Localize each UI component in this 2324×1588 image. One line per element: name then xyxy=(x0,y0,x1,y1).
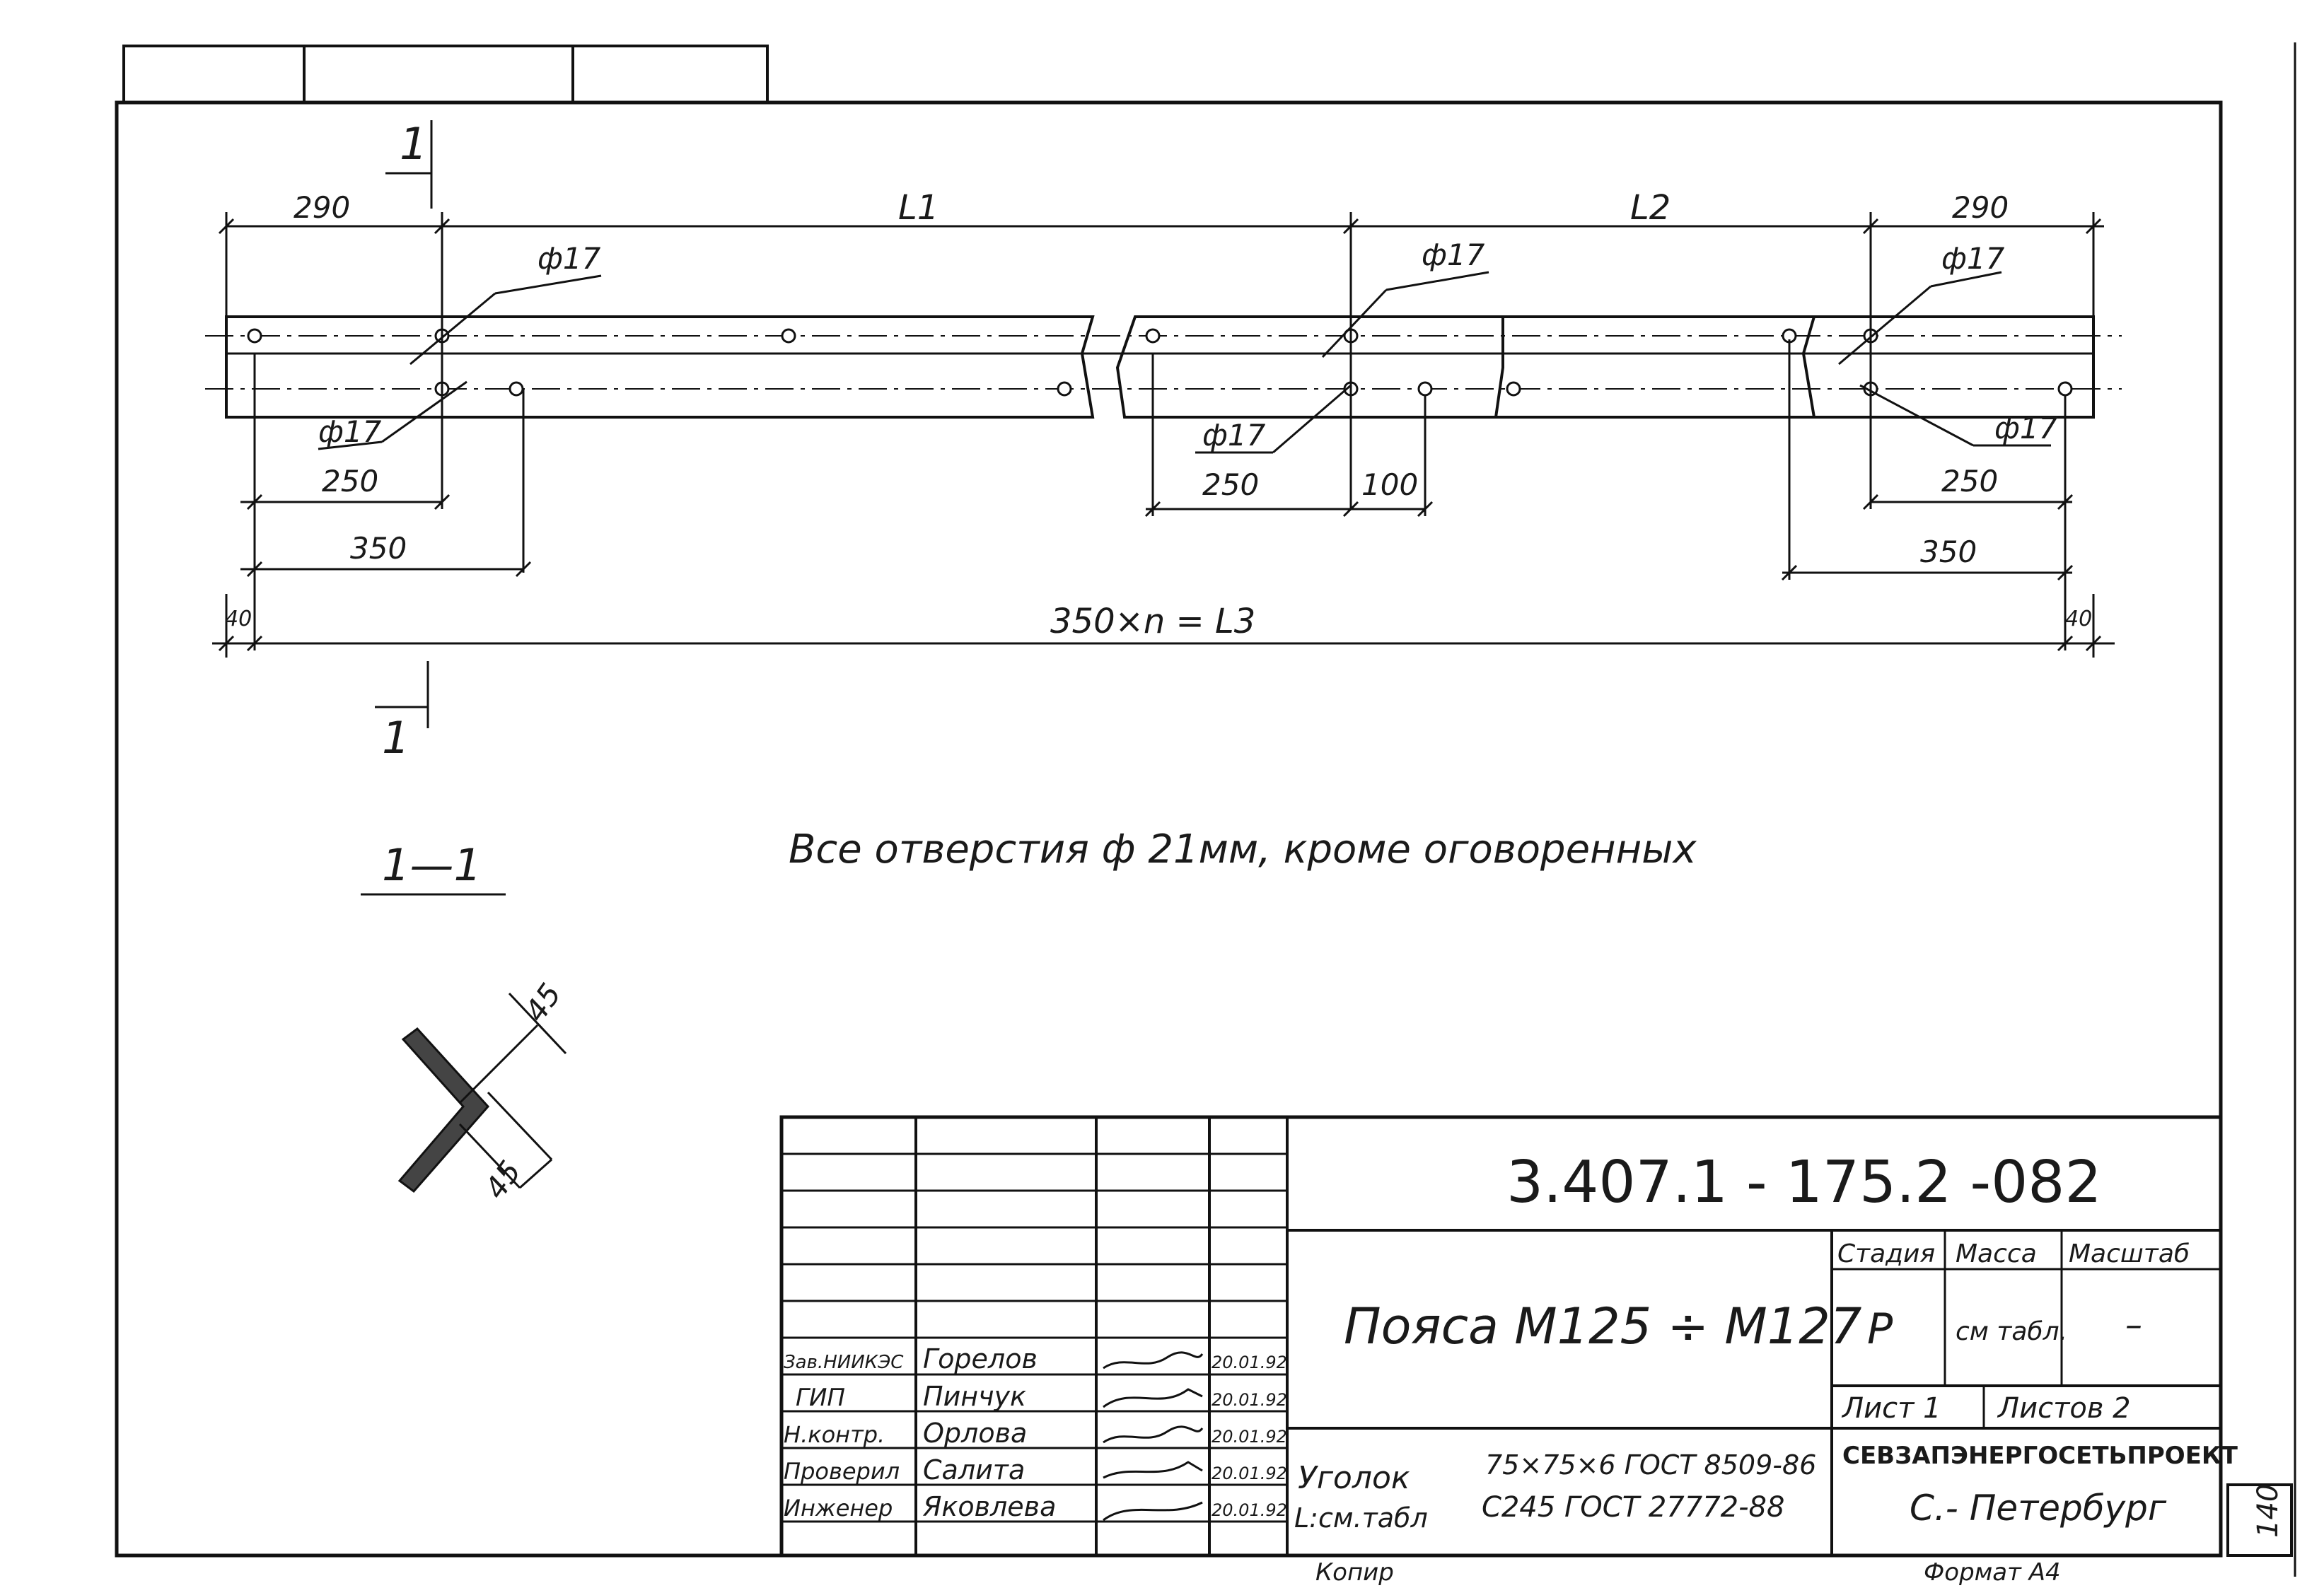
dim-350-left: 350 xyxy=(350,531,407,566)
value-stage: Р xyxy=(1867,1304,1893,1354)
dimension-lines xyxy=(212,120,2115,896)
staff-role: Проверил xyxy=(784,1458,900,1485)
staff-name: Яковлева xyxy=(922,1491,1056,1522)
hole-label: ф17 xyxy=(1422,238,1485,272)
dim-100-mid: 100 xyxy=(1361,467,1418,502)
header-scale: Масштаб xyxy=(2069,1239,2190,1268)
material-length: L:см.табл xyxy=(1294,1502,1428,1534)
angle-dim-bottom: 45 xyxy=(478,1155,528,1205)
title-block-texts: 3.407.1 - 175.2 -082 Пояса М125 ÷ М127 С… xyxy=(784,1149,2284,1587)
drawing-name: Пояса М125 ÷ М127 xyxy=(1344,1297,1861,1355)
dim-l1: L1 xyxy=(898,188,939,228)
dim-40-left: 40 xyxy=(225,607,252,631)
hole xyxy=(509,381,524,397)
staff-name: Салита xyxy=(923,1454,1025,1485)
hole-label: ф17 xyxy=(1202,418,1266,453)
hole-label: ф17 xyxy=(538,241,601,276)
hole-label: ф17 xyxy=(318,414,382,449)
hole-label: ф17 xyxy=(1994,411,2058,445)
dim-250-left: 250 xyxy=(322,464,378,498)
staff-role: ГИП xyxy=(796,1384,845,1412)
copy-label: Копир xyxy=(1315,1558,1394,1587)
hole xyxy=(1506,381,1521,397)
staff-date: 20.01.92 xyxy=(1212,1464,1287,1483)
section-mark-top: 1 xyxy=(400,118,427,170)
angle-dim-top: 45 xyxy=(518,977,568,1028)
dim-40-right: 40 xyxy=(2065,607,2092,631)
dim-290-left: 290 xyxy=(294,190,350,225)
staff-date: 20.01.92 xyxy=(1212,1427,1287,1447)
dim-250-mid: 250 xyxy=(1202,467,1259,502)
format-label: Формат А4 xyxy=(1924,1558,2061,1587)
hole xyxy=(781,328,796,344)
signatures xyxy=(1103,1351,1204,1522)
angle-section: 45 45 xyxy=(397,977,568,1205)
staff-role: Зав.НИИКЭС xyxy=(784,1352,904,1373)
hole xyxy=(2057,381,2073,397)
hole xyxy=(1057,381,1072,397)
dim-290-right: 290 xyxy=(1952,190,2009,225)
hole-label: ф17 xyxy=(1941,241,2005,276)
org-name: СЕВЗАПЭНЕРГОСЕТЬПРОЕКТ xyxy=(1842,1442,2238,1470)
staff-name: Пинчук xyxy=(923,1381,1026,1412)
material-spec1: 75×75×6 ГОСТ 8509-86 xyxy=(1485,1449,1816,1481)
doc-number: 3.407.1 - 175.2 -082 xyxy=(1506,1149,2102,1216)
city: С.- Петербург xyxy=(1910,1488,2167,1529)
side-number: 140 xyxy=(2252,1484,2284,1538)
staff-date: 20.01.92 xyxy=(1212,1390,1287,1410)
title-block xyxy=(779,1115,2293,1558)
staff-name: Горелов xyxy=(923,1343,1038,1374)
section-title: 1—1 xyxy=(382,839,482,891)
value-scale: – xyxy=(2125,1305,2142,1345)
dim-l3: 350×n = L3 xyxy=(1050,602,1255,641)
sheet-number: Лист 1 xyxy=(1841,1392,1941,1425)
dim-250-right: 250 xyxy=(1941,464,1998,498)
general-note: Все отверстия ф 21мм, кроме оговоренных xyxy=(789,827,1697,872)
dimension-texts: 1 1 290 L1 L2 290 ф17 ф17 ф17 ф17 ф17 ф1… xyxy=(225,118,2092,891)
header-mass: Масса xyxy=(1956,1239,2037,1268)
section-mark-bottom: 1 xyxy=(382,712,409,764)
material-spec2: С245 ГОСТ 27772-88 xyxy=(1482,1491,1784,1524)
staff-name: Орлова xyxy=(923,1418,1027,1449)
staff-date: 20.01.92 xyxy=(1212,1353,1287,1372)
staff-role: Н.контр. xyxy=(784,1421,885,1448)
holes xyxy=(247,328,2073,397)
staff-role: Инженер xyxy=(784,1495,893,1522)
material-item: Уголок xyxy=(1298,1460,1410,1496)
hole xyxy=(1417,381,1433,397)
hole xyxy=(1145,328,1161,344)
staff-date: 20.01.92 xyxy=(1212,1500,1287,1520)
sheet-count: Листов 2 xyxy=(1997,1392,2131,1425)
dimension-ticks xyxy=(218,218,2102,652)
dim-l2: L2 xyxy=(1630,188,1671,228)
center-lines xyxy=(205,335,2122,390)
value-mass: см табл. xyxy=(1956,1317,2067,1346)
angle-bar xyxy=(225,315,2095,419)
dim-350-right: 350 xyxy=(1920,535,1977,569)
hole xyxy=(247,328,262,344)
header-stage: Стадия xyxy=(1837,1239,1935,1268)
